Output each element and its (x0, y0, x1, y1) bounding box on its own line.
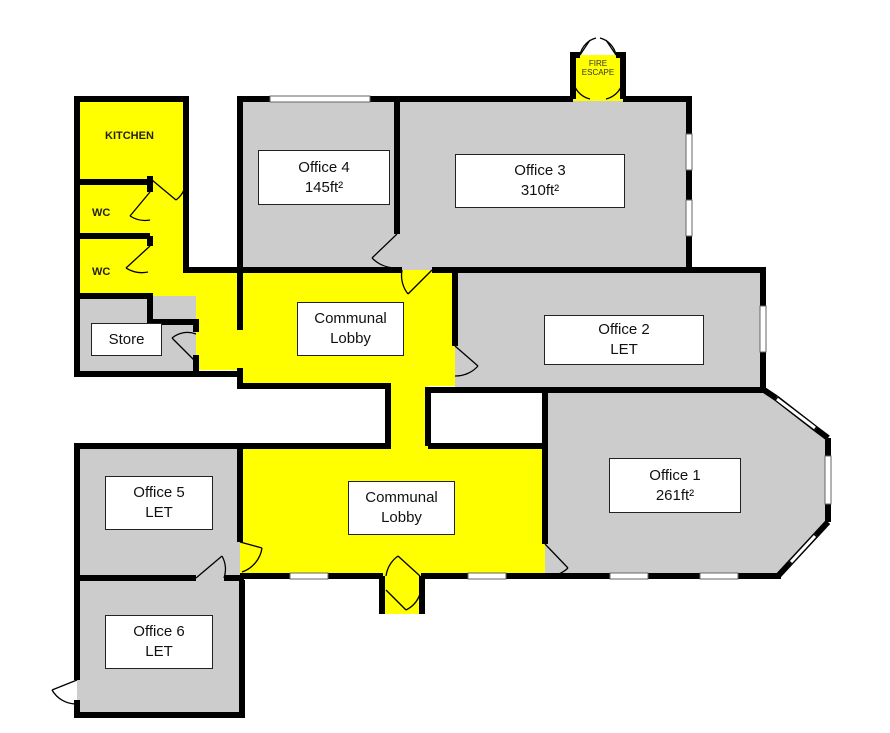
kitchen-area (77, 99, 240, 370)
office5-label: Office 5 LET (105, 476, 213, 530)
office6-status: LET (145, 643, 173, 660)
office2-label: Office 2 LET (544, 315, 704, 365)
office1-area-text: 261ft² (655, 486, 695, 504)
lower-lobby-line2: Lobby (381, 509, 422, 526)
office6-name: Office 6 (133, 623, 185, 640)
doors (51, 37, 624, 705)
office5-status: LET (145, 504, 173, 521)
lower-lobby-line1: Communal (365, 489, 438, 506)
bay-window-glass (776, 397, 817, 564)
corridor-area (386, 384, 428, 450)
fire-escape-line2: ESCAPE (581, 68, 615, 77)
office5-name: Office 5 (133, 484, 185, 501)
office2-status: LET (610, 341, 638, 358)
office4-area-text: 145ft² (304, 178, 344, 196)
office1-label: Office 1 261ft² (609, 458, 741, 513)
windows (269, 95, 832, 580)
office2-name: Office 2 (598, 321, 650, 338)
walls (74, 52, 831, 718)
wc2-label: WC (92, 266, 111, 278)
upper-lobby-line2: Lobby (330, 330, 371, 347)
fire-escape-line1: FIRE (588, 59, 608, 68)
office4-label: Office 4 145ft² (258, 150, 390, 205)
office4-name: Office 4 (298, 158, 350, 176)
lower-lobby-label: Communal Lobby (348, 481, 455, 535)
wc1-label: WC (92, 207, 111, 219)
upper-lobby-line1: Communal (314, 310, 387, 327)
kitchen-label: KITCHEN (105, 130, 154, 142)
office3-label: Office 3 310ft² (455, 154, 625, 208)
store-name: Store (108, 330, 145, 348)
entrance-area (380, 574, 424, 614)
office1-name: Office 1 (649, 466, 701, 484)
upper-lobby-label: Communal Lobby (297, 302, 404, 356)
office3-name: Office 3 (514, 162, 566, 179)
office6-label: Office 6 LET (105, 615, 213, 669)
office3-area-text: 310ft² (520, 182, 560, 199)
fire-escape-label: FIRE ESCAPE (573, 59, 623, 77)
store-label: Store (91, 323, 162, 356)
